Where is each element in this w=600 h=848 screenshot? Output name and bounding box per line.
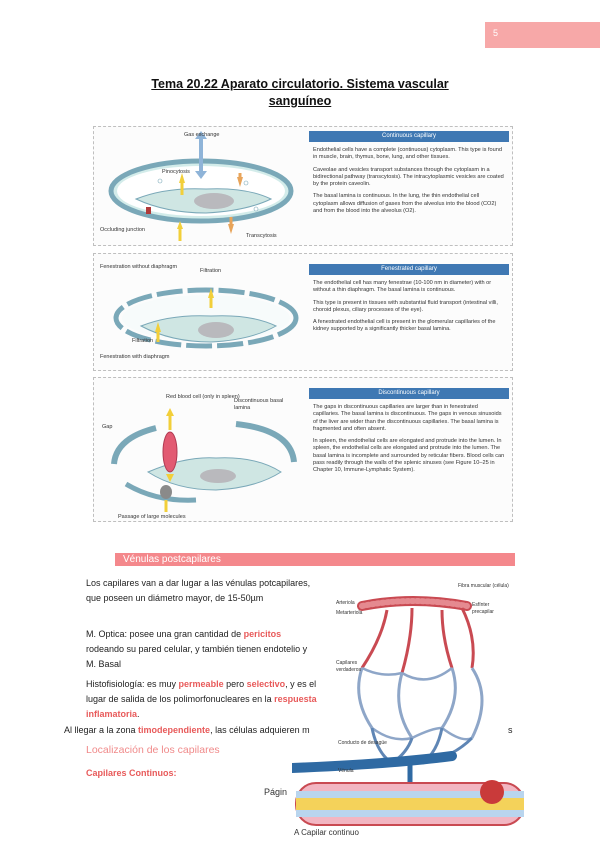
label-pinocytosis: Pinocytosis — [162, 169, 190, 175]
m-optica-text-b: rodeando su pared celular, y también tie… — [86, 644, 308, 669]
zona-text-tail: s — [508, 725, 513, 735]
label-filtration: Filtration — [132, 338, 154, 344]
label-gas-exchange: Gas exchange — [184, 132, 220, 138]
title-line-2: sanguíneo — [268, 94, 332, 108]
subheading-localizacion: Localización de los capilares — [86, 744, 220, 756]
capillary-bed-illustration: Fibra muscular (célula) Arteriola Metart… — [287, 578, 525, 848]
illustration-caption: A Capilar continuo — [294, 828, 359, 837]
discontinuous-paragraph-2: In spleen, the endothelial cells are elo… — [313, 438, 505, 474]
paragraph-histofisiologia: Histofisiología: es muy permeable pero s… — [86, 677, 322, 722]
continuous-capillary-panel: Gas exchange Pinocytosis Occluding junct… — [93, 126, 513, 246]
page-title: Tema 20.22 Aparato circulatorio. Sistema… — [120, 76, 480, 110]
label-transcytosis: Transcytosis — [246, 233, 277, 239]
label-venula: Vénula — [338, 768, 354, 774]
continuous-paragraph-2: Caveolae and vesicles transport substanc… — [313, 166, 504, 188]
histo-text-a: Histofisiología: es muy — [86, 679, 179, 689]
highlight-timodependiente: timodependiente — [138, 725, 211, 735]
histo-text-b: pero — [223, 679, 247, 689]
paragraph-zona-timodependiente: Al llegar a la zona timodependiente, las… — [64, 723, 314, 738]
fenestrated-capillary-heading: Fenestrated capillary — [309, 264, 509, 275]
label-passage-of-large-molecules: Passage of large molecules — [118, 514, 186, 520]
continuous-paragraph-1: Endothelial cells have a complete (conti… — [313, 147, 502, 161]
discontinuous-capillary-diagram: Red blood cell (only in spleen) Disconti… — [96, 380, 301, 525]
zona-text-a: Al llegar a la zona — [64, 725, 139, 735]
discontinuous-paragraph-1: The gaps in discontinuous capillaries ar… — [313, 404, 502, 432]
label-gap: Gap — [102, 424, 113, 430]
highlight-respuesta-inflamatoria: respuesta inflamatoria — [86, 694, 317, 719]
continuous-capillary-description: Continuous capillary Endothelial cells h… — [309, 131, 509, 220]
highlight-permeable: permeable — [178, 679, 224, 689]
label-occluding-junction: Occluding junction — [100, 227, 145, 233]
discontinuous-capillary-description: Discontinuous capillary The gaps in disc… — [309, 388, 509, 480]
fenestrated-paragraph-1: The endothelial cell has many fenestrae … — [313, 280, 492, 294]
continuous-capillary-heading: Continuous capillary — [309, 131, 509, 142]
label-fenestration-with-diaphragm: Fenestration with diaphragm — [100, 354, 170, 360]
label-fibra-muscular: Fibra muscular (célula) — [458, 583, 509, 589]
fenestrated-capillary-description: Fenestrated capillary The endothelial ce… — [309, 264, 509, 339]
fenestrated-capillary-panel: Fenestration without diaphragm Filtratio… — [93, 253, 513, 371]
m-optica-text-a: M. Optica: posee una gran cantidad de — [86, 629, 244, 639]
page-number: 5 — [493, 28, 499, 38]
subheading-capilares-continuos: Capilares Continuos: — [86, 768, 177, 778]
section-bar: Vénulas postcapilares — [115, 553, 515, 566]
label-conducto-de-desague: Conducto de desagüe — [338, 740, 387, 746]
label-discontinuous-basal-lamina: Discontinuous basal lamina — [234, 398, 284, 411]
continuous-paragraph-3: The basal lamina is continuous. In the l… — [313, 193, 497, 215]
label-metarteriola: Metarteriola — [336, 610, 363, 616]
footer-page-label: Págin — [264, 787, 288, 797]
fenestrated-capillary-illustration — [113, 287, 299, 349]
continuous-capillary-illustration — [108, 131, 294, 241]
capillary-bed-drawing — [287, 596, 525, 826]
label-capilares-verdaderos: Capilares verdaderos — [336, 660, 362, 673]
label-filtration-top: Filtration — [200, 268, 222, 274]
continuous-capillary-diagram: Gas exchange Pinocytosis Occluding junct… — [96, 129, 301, 250]
histo-text-c: , y es el lugar de salida de los polimor… — [86, 679, 317, 704]
histo-text-d: . — [137, 709, 140, 719]
label-arteriola: Arteriola — [336, 600, 355, 606]
fenestrated-paragraph-2: This type is present in tissues with sub… — [313, 299, 498, 313]
highlight-selectivo: selectivo — [246, 679, 286, 689]
label-fenestration-without-diaphragm: Fenestration without diaphragm — [100, 264, 178, 270]
zona-text-b: , las células adquieren m — [210, 725, 310, 735]
highlight-pericitos: pericitos — [243, 629, 282, 639]
title-line-1: Tema 20.22 Aparato circulatorio. Sistema… — [151, 77, 449, 91]
page-number-bar: 5 — [485, 22, 600, 48]
paragraph-m-optica: M. Optica: posee una gran cantidad de pe… — [86, 627, 318, 672]
fenestrated-paragraph-3: A fenestrated endothelial cell is presen… — [313, 319, 496, 333]
fenestrated-capillary-diagram: Fenestration without diaphragm Filtratio… — [96, 256, 301, 375]
paragraph-venulas-intro: Los capilares van a dar lugar a las vénu… — [86, 578, 311, 603]
discontinuous-capillary-heading: Discontinuous capillary — [309, 388, 509, 399]
discontinuous-capillary-panel: Red blood cell (only in spleen) Disconti… — [93, 377, 513, 522]
discontinuous-capillary-illustration — [111, 408, 297, 512]
label-red-blood-cell: Red blood cell (only in spleen) — [166, 394, 240, 400]
label-esfinter-precapilar: Esfínter precapilar — [472, 602, 494, 615]
section-title: Vénulas postcapilares — [123, 554, 221, 565]
